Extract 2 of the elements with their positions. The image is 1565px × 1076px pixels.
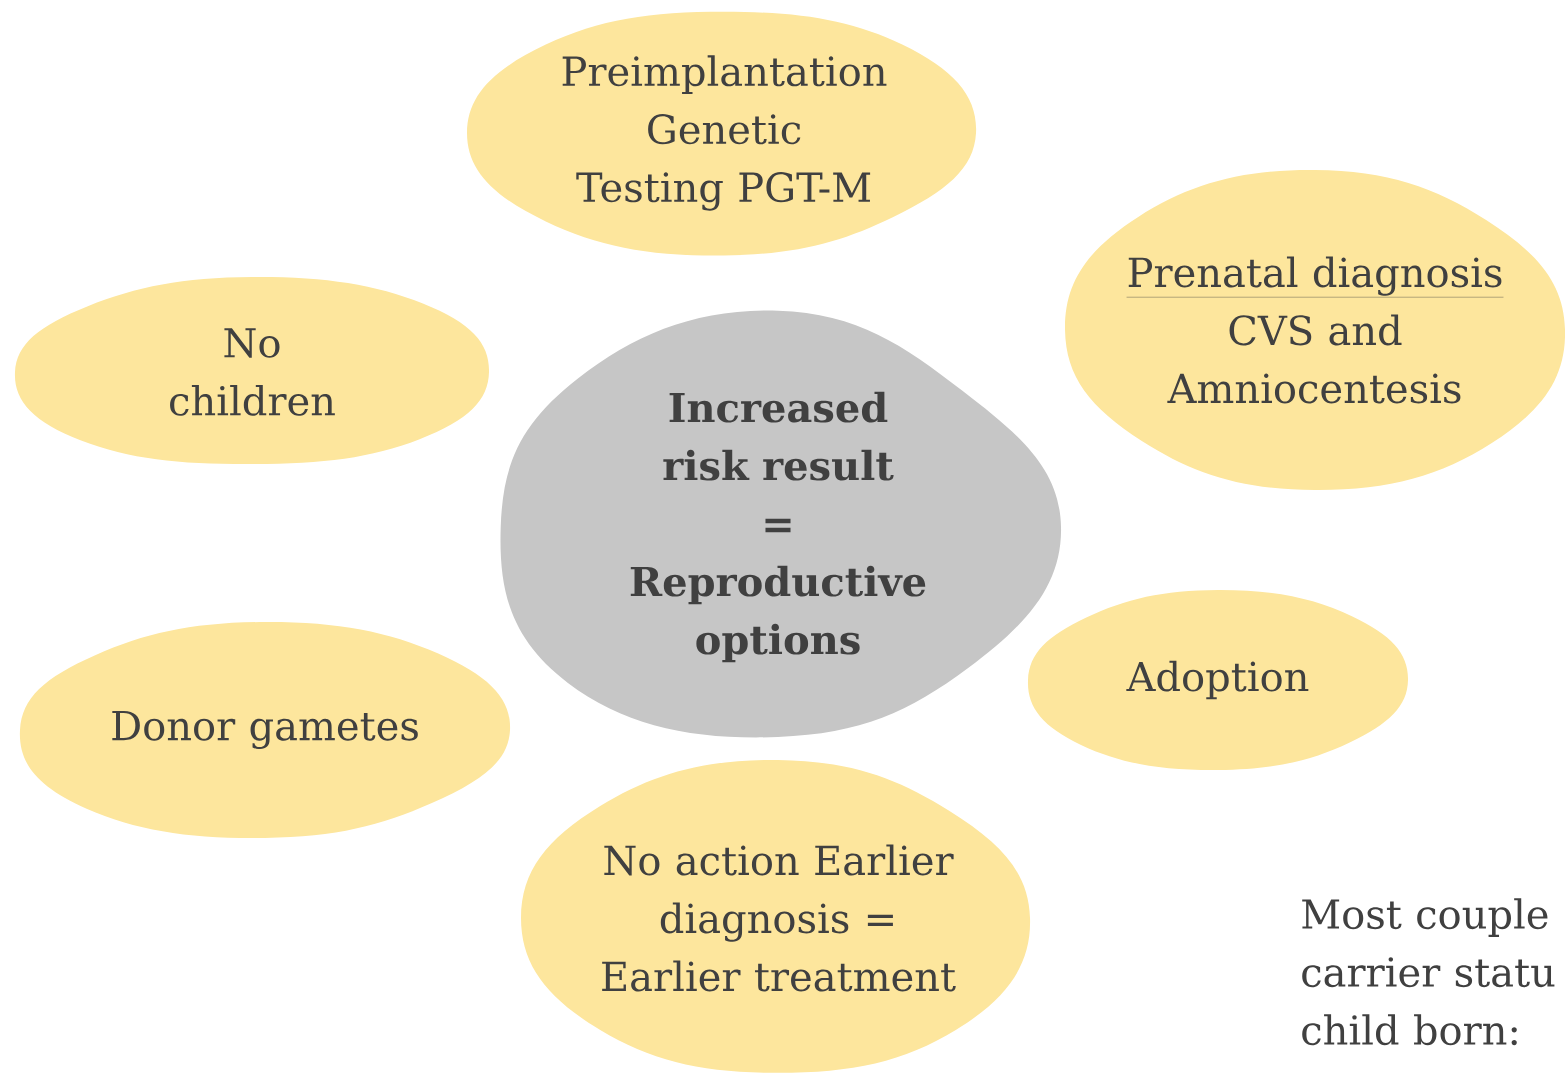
center-blob: Increased risk result = Reproductive options <box>500 310 1061 738</box>
note-text: Most couple carrier statu child born: <box>1302 898 1555 1046</box>
